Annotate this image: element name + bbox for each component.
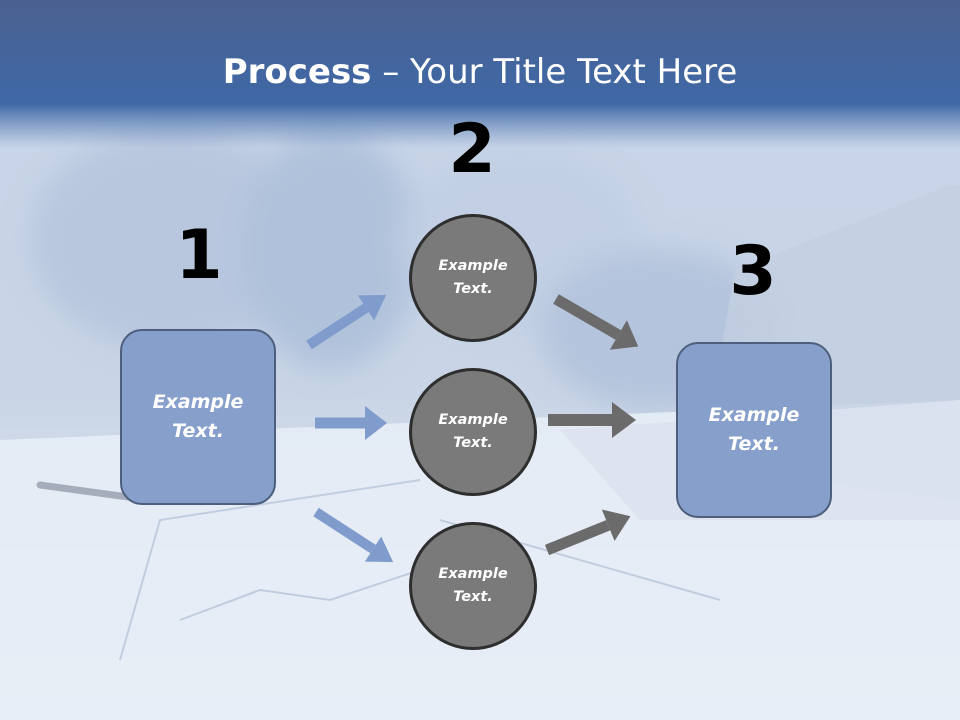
arrow-from-circle-2 [548, 402, 636, 438]
arrow-to-circle-2 [315, 406, 387, 440]
step-1-line2: Text. [172, 420, 224, 442]
circle-3-line2: Text. [453, 589, 493, 605]
step-2-circle-2: Example Text. [409, 368, 537, 496]
step-3-line1: Example [708, 404, 800, 426]
page-title: Process – Your Title Text Here [0, 52, 960, 92]
arrow-from-circle-1 [553, 294, 639, 350]
circle-3-line1: Example [438, 566, 508, 582]
step-2-circle-1: Example Text. [409, 214, 537, 342]
arrow-to-circle-3 [313, 507, 394, 563]
circle-2-line2: Text. [453, 435, 493, 451]
arrow-to-circle-1 [306, 294, 387, 350]
circle-1-line1: Example [438, 258, 508, 274]
step-1-box: Example Text. [120, 329, 276, 505]
output-arrows [544, 294, 639, 556]
step-number-1: 1 [175, 216, 223, 295]
step-number-3: 3 [729, 232, 777, 311]
title-bold: Process [222, 52, 372, 92]
step-3-box: Example Text. [676, 342, 832, 518]
circle-2-line1: Example [438, 412, 508, 428]
step-number-2: 2 [448, 110, 496, 189]
input-arrows [306, 294, 394, 563]
step-1-line1: Example [152, 391, 244, 413]
step-2-circle-3: Example Text. [409, 522, 537, 650]
title-rest: – Your Title Text Here [371, 52, 738, 92]
circle-1-line2: Text. [453, 281, 493, 297]
arrow-from-circle-3 [544, 509, 631, 556]
step-3-line2: Text. [728, 433, 780, 455]
